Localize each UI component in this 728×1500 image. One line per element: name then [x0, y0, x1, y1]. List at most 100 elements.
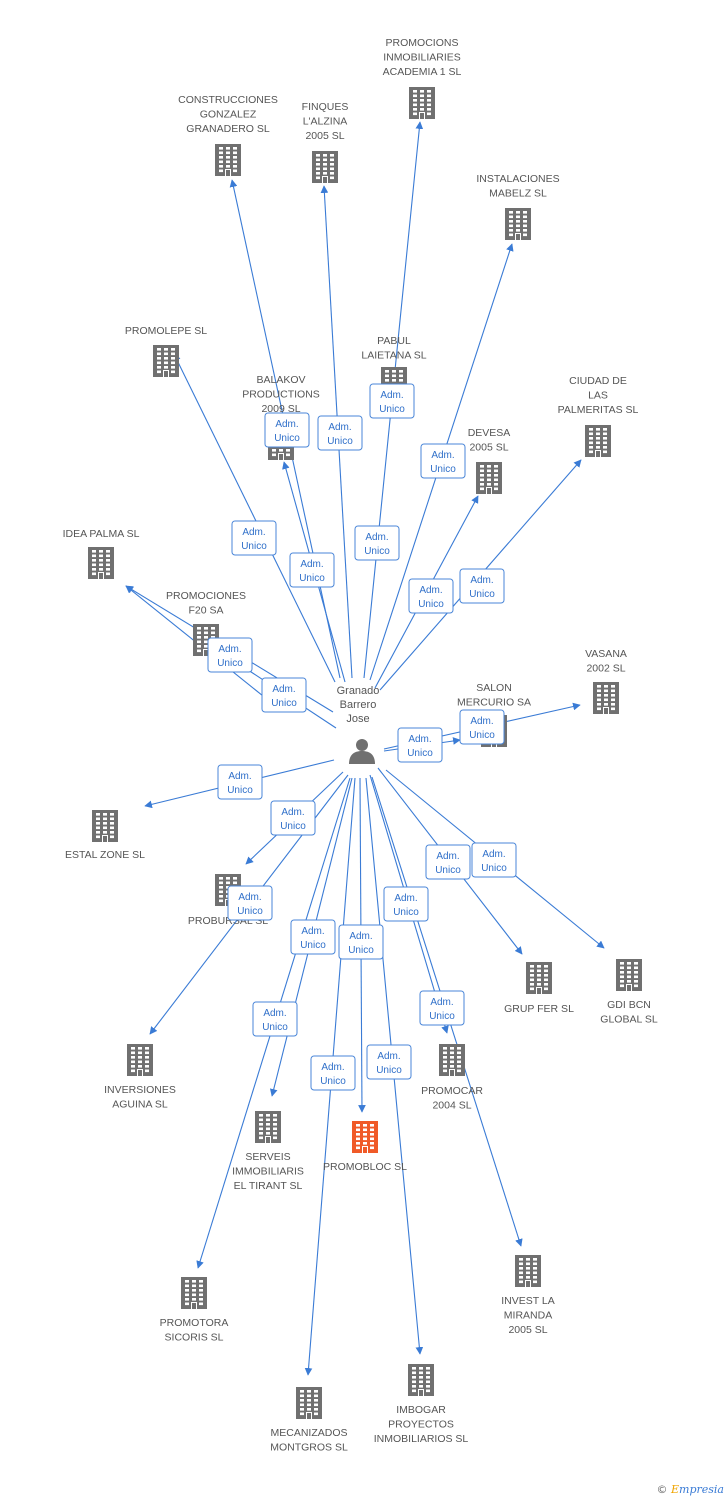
building-icon: [296, 1387, 322, 1419]
role-label-line-1: Adm.: [218, 644, 241, 655]
role-label-line-2: Unico: [348, 945, 374, 956]
company-node-imbogar-proyectos-inmobiliarios[interactable]: IMBOGAR PROYECTOS INMOBILIARIOS SL: [374, 1364, 469, 1445]
role-badge-probursal[interactable]: Adm.Unico: [270, 800, 316, 836]
role-label-line-2: Unico: [327, 436, 353, 447]
company-label-line: 2002 SL: [586, 663, 625, 675]
empresia-logo[interactable]: Empresia: [671, 1483, 724, 1496]
role-badge-imbogar-proyectos-inmobiliarios[interactable]: Adm.Unico: [366, 1044, 412, 1080]
role-label-line-1: Adm.: [275, 419, 298, 430]
company-label-line: PROYECTOS: [388, 1419, 454, 1431]
edge-promolepe: [173, 353, 336, 683]
role-badge-estal-zone[interactable]: Adm.Unico: [217, 764, 263, 800]
role-badge-construcciones-gonzalez-granadero[interactable]: Adm. Unico: [264, 412, 310, 448]
role-badge-devesa-2005[interactable]: Adm.Unico: [408, 578, 454, 614]
company-label-line: INSTALACIONES: [476, 173, 559, 185]
role-badge-finques-lalzina-2005[interactable]: Adm.Unico: [317, 415, 363, 451]
role-label-line-2: Unico: [217, 658, 243, 669]
role-label-line-2: Unico: [379, 404, 405, 415]
company-label-line: INMOBILIARIOS SL: [374, 1433, 469, 1445]
role-badge-vasana-2002[interactable]: Adm.Unico: [459, 709, 505, 745]
building-icon: [92, 810, 118, 842]
company-label-line: L'ALZINA: [303, 116, 348, 128]
company-label-line: GONZALEZ: [200, 109, 257, 121]
company-node-promolepe[interactable]: PROMOLEPE SL: [125, 325, 207, 377]
company-label-line: MIRANDA: [504, 1310, 552, 1322]
role-badge-gdi-bcn-global[interactable]: Adm.Unico: [471, 842, 517, 878]
role-label-line-1: Adm.: [419, 585, 442, 596]
company-label-line: PROMOLEPE SL: [125, 325, 207, 337]
role-label-line-1: Adm.: [300, 559, 323, 570]
role-badge-promotora-sicoris[interactable]: Adm.Unico: [252, 1001, 298, 1037]
company-node-promobloc[interactable]: PROMOBLOC SL: [323, 1121, 407, 1173]
company-label-line: GLOBAL SL: [600, 1014, 658, 1026]
company-label-line: VASANA: [585, 648, 627, 660]
role-label-line-1: Adm.: [365, 532, 388, 543]
role-badge-ciudad-de-las-palmeritas[interactable]: Adm.Unico: [459, 568, 505, 604]
role-badge-idea-palma[interactable]: Adm.Unico: [261, 677, 307, 713]
role-label-line-1: Adm.: [301, 926, 324, 937]
company-label-line: FINQUES: [302, 101, 349, 113]
role-badge-promocar-2004[interactable]: Adm. Unico: [419, 990, 465, 1026]
role-label-line-2: Unico: [407, 748, 433, 759]
role-badge-promolepe[interactable]: Adm.Unico: [231, 520, 277, 556]
role-badge-promocions-inmobiliaries-academia-1[interactable]: Adm.Unico: [369, 383, 415, 419]
company-label-line: INMOBILIARIES: [383, 52, 461, 64]
company-label-line: PROMOBLOC SL: [323, 1161, 407, 1173]
role-badge-balakov-productions-2009[interactable]: Adm.Unico: [289, 552, 335, 588]
company-label-line: PROMOCIONES: [166, 590, 246, 602]
company-node-idea-palma[interactable]: IDEA PALMA SL: [63, 528, 140, 579]
center-label-line-1: Granado: [337, 685, 380, 697]
building-icon: [476, 462, 502, 494]
role-badge-serveis-immobiliaris-el-tirant[interactable]: Adm.Unico: [290, 919, 336, 955]
role-badge-invest-la-miranda-2005[interactable]: Adm.Unico: [383, 886, 429, 922]
role-label-line-1: Adm.: [430, 997, 453, 1008]
role-badge-promobloc[interactable]: Adm. Unico: [338, 924, 384, 960]
role-badge-instalaciones-mabelz[interactable]: Adm.Unico: [420, 443, 466, 479]
role-label-line-1: Adm.: [470, 575, 493, 586]
company-label-line: PROMOTORA: [160, 1317, 229, 1329]
role-badge-promociones-f20[interactable]: Adm. Unico: [207, 637, 253, 673]
role-label-line-2: Unico: [469, 730, 495, 741]
company-node-estal-zone[interactable]: ESTAL ZONE SL: [65, 810, 145, 861]
company-label-line: ESTAL ZONE SL: [65, 849, 145, 861]
role-badge-salon-mercurio[interactable]: Adm.Unico: [397, 727, 443, 763]
role-label-line-1: Adm.: [349, 931, 372, 942]
role-label-line-2: Unico: [241, 541, 267, 552]
role-badge-grup-fer[interactable]: Adm.Unico: [425, 844, 471, 880]
company-label-line: INVERSIONES: [104, 1084, 176, 1096]
center-person-node[interactable]: Granado Barrero Jose: [337, 685, 380, 764]
building-icon: [616, 959, 642, 991]
company-label-line: PRODUCTIONS: [242, 389, 320, 401]
copyright-symbol: ©: [656, 1483, 668, 1496]
company-label-line: 2009 SL: [261, 403, 300, 415]
company-node-grup-fer[interactable]: GRUP FER SL: [504, 962, 574, 1015]
role-badge-pabul-laietana[interactable]: Adm.Unico: [354, 525, 400, 561]
company-label-line: IDEA PALMA SL: [63, 528, 140, 540]
role-label-line-2: Unico: [274, 433, 300, 444]
role-label-line-2: Unico: [320, 1076, 346, 1087]
role-label-line-2: Unico: [280, 821, 306, 832]
company-label-line: PROMOCIONS: [386, 37, 459, 49]
role-label-line-2: Unico: [429, 1011, 455, 1022]
role-badge-inversiones-aguina[interactable]: Adm.Unico: [227, 885, 273, 921]
company-node-vasana-2002[interactable]: VASANA 2002 SL: [585, 648, 627, 714]
company-label-line: IMBOGAR: [396, 1404, 446, 1416]
company-node-promociones-f20[interactable]: PROMOCIONES F20 SA: [166, 590, 246, 656]
company-label-line: F20 SA: [188, 605, 223, 617]
building-icon: [255, 1111, 281, 1143]
role-badge-mecanizados-montgros[interactable]: Adm.Unico: [310, 1055, 356, 1091]
